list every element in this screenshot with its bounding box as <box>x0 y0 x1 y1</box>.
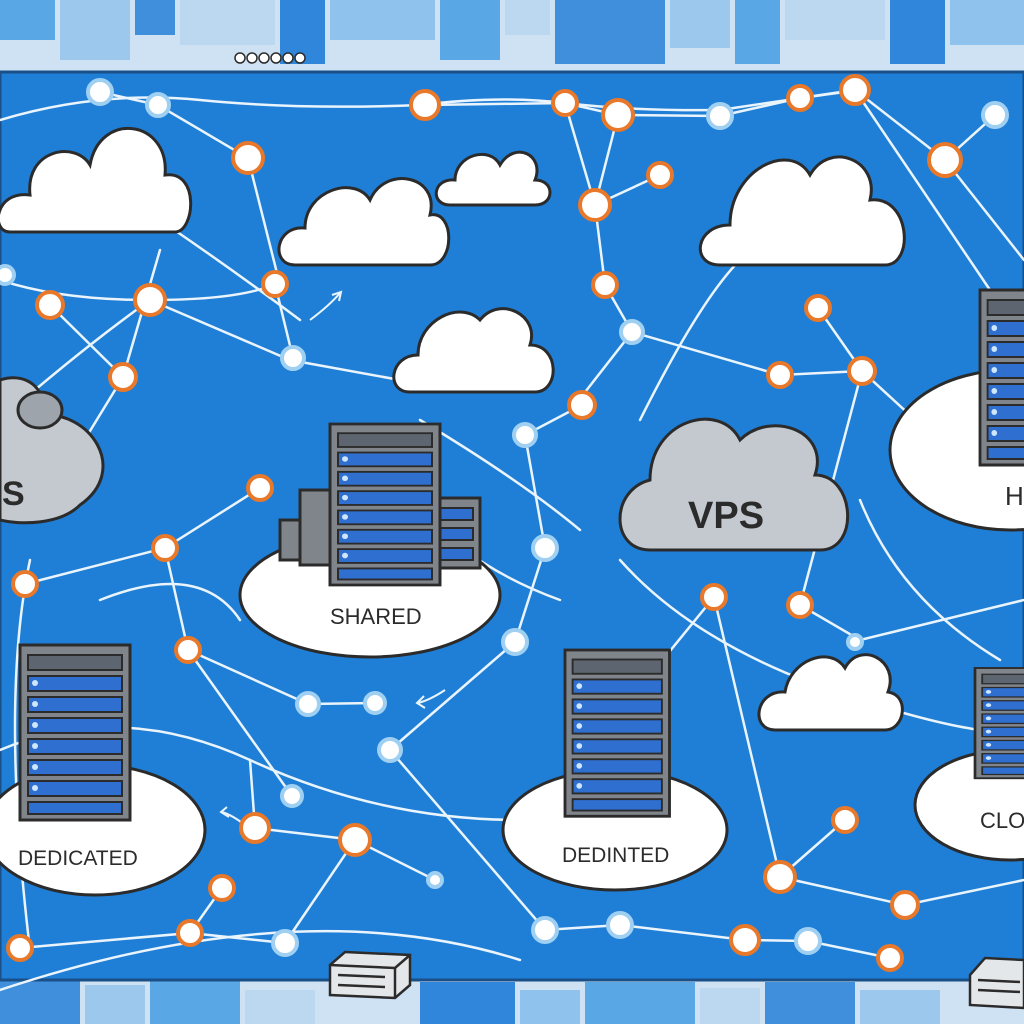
network-node-icon <box>35 290 65 320</box>
network-node-icon <box>409 89 441 121</box>
top-tile-border <box>0 0 1024 72</box>
server-rack-icon <box>278 422 482 587</box>
network-node-icon <box>363 691 387 715</box>
network-node-icon <box>763 860 797 894</box>
network-node-icon <box>729 924 761 956</box>
network-node-icon <box>700 583 728 611</box>
cloud-label-s: S <box>2 475 25 513</box>
network-node-icon <box>261 270 289 298</box>
network-node-icon <box>591 271 619 299</box>
network-node-icon <box>567 390 597 420</box>
server-rack-icon <box>978 288 1024 467</box>
network-node-icon <box>174 636 202 664</box>
label-dedinted: DEDINTED <box>562 844 669 867</box>
cloud-icon <box>757 653 904 732</box>
cloud-icon <box>618 417 850 552</box>
network-node-icon <box>846 633 864 651</box>
network-node-icon <box>501 628 529 656</box>
server-box-icon <box>328 950 412 1000</box>
network-node-icon <box>338 823 372 857</box>
server-box-icon <box>968 956 1024 1010</box>
network-node-icon <box>531 534 559 562</box>
network-node-icon <box>208 874 236 902</box>
network-node-icon <box>11 570 39 598</box>
network-node-icon <box>151 534 179 562</box>
cloud-icon <box>392 307 555 394</box>
network-node-icon <box>133 283 167 317</box>
server-rack-icon <box>18 643 132 822</box>
network-node-icon <box>766 361 794 389</box>
network-node-icon <box>981 101 1009 129</box>
network-node-icon <box>239 812 271 844</box>
cloud-icon <box>0 127 193 234</box>
network-node-icon <box>927 142 963 178</box>
network-node-icon <box>578 188 612 222</box>
label-dedicated: DEDICATED <box>18 847 138 870</box>
network-node-icon <box>786 84 814 112</box>
cloud-label-vps: VPS <box>688 495 764 537</box>
network-node-icon <box>231 141 265 175</box>
arrow-icon <box>219 290 446 826</box>
network-node-icon <box>426 871 444 889</box>
network-node-icon <box>619 319 645 345</box>
network-node-icon <box>280 784 304 808</box>
cloud-icon <box>434 150 552 207</box>
server-rack-icon <box>563 648 671 818</box>
network-node-icon <box>145 92 171 118</box>
network-node-icon <box>271 929 299 957</box>
bottom-tile-border <box>0 978 1024 1024</box>
label-clo: CLO <box>980 808 1024 833</box>
label-shared: SHARED <box>330 604 422 629</box>
network-node-icon <box>646 161 674 189</box>
server-rack-icon <box>973 666 1024 780</box>
network-node-icon <box>606 911 634 939</box>
network-node-icon <box>295 691 321 717</box>
network-node-icon <box>839 74 871 106</box>
cloud-icon <box>698 155 906 267</box>
network-node-icon <box>86 78 114 106</box>
network-node-icon <box>0 264 16 286</box>
network-node-icon <box>108 362 138 392</box>
network-nodes <box>0 74 1009 972</box>
network-node-icon <box>890 890 920 920</box>
network-node-icon <box>531 916 559 944</box>
label-h: H <box>1005 481 1024 511</box>
network-node-icon <box>794 927 822 955</box>
network-node-icon <box>804 294 832 322</box>
network-node-icon <box>551 89 579 117</box>
network-node-icon <box>512 422 538 448</box>
network-node-icon <box>280 345 306 371</box>
network-node-icon <box>786 591 814 619</box>
cloud-icon <box>277 177 451 267</box>
network-node-icon <box>831 806 859 834</box>
network-node-icon <box>6 934 34 962</box>
network-node-icon <box>377 737 403 763</box>
network-node-icon <box>847 356 877 386</box>
network-node-icon <box>601 98 635 132</box>
network-node-icon <box>876 944 904 972</box>
cloud-icon <box>0 376 105 525</box>
network-node-icon <box>246 474 274 502</box>
network-node-icon <box>706 102 734 130</box>
network-node-icon <box>176 919 204 947</box>
